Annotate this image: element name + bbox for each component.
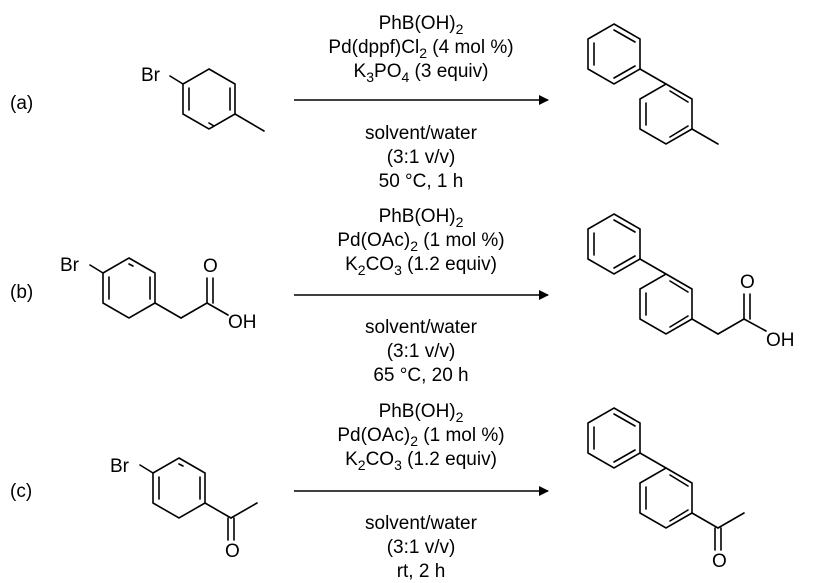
reactant-b-4-bromophenylacetic-acid: Br O OH: [60, 255, 257, 333]
reagent-b-1: PhB(OH)2: [379, 206, 464, 230]
reaction-a: (a) Br PhB(OH)2 Pd(dppf)Cl2 (4 mol %) K3…: [10, 13, 719, 192]
condition-a-temp-time: 50 °C, 1 h: [379, 171, 464, 192]
reagent-b-3: K2CO3 (1.2 equiv): [345, 254, 497, 278]
reagent-a-1: PhB(OH)2: [379, 13, 464, 37]
reagent-c-1: PhB(OH)2: [379, 401, 464, 425]
reaction-c: (c) Br O PhB(OH)2 Pd(OAc)2 (1 mol %) K: [10, 401, 745, 582]
reaction-b: (b) Br O OH PhB(OH)2 Pd(OAc)2 (1 mol %): [10, 206, 795, 386]
conditions-below-b: solvent/water (3:1 v/v) 65 °C, 20 h: [365, 317, 478, 386]
reactant-a-4-bromotoluene: Br: [141, 65, 265, 132]
reagent-b-2: Pd(OAc)2 (1 mol %): [337, 230, 504, 254]
product-b-oh: OH: [766, 330, 795, 351]
product-b-biphenylacetic-acid: O OH: [587, 213, 795, 351]
condition-a-solvent: solvent/water: [365, 123, 478, 144]
conditions-above-b: PhB(OH)2 Pd(OAc)2 (1 mol %) K2CO3 (1.2 e…: [337, 206, 504, 278]
condition-a-ratio: (3:1 v/v): [387, 147, 456, 168]
reactant-a-br-label: Br: [141, 65, 161, 86]
reaction-label-c: (c): [10, 481, 32, 502]
reagent-a-3: K3PO4 (3 equiv): [354, 61, 489, 85]
conditions-above-c: PhB(OH)2 Pd(OAc)2 (1 mol %) K2CO3 (1.2 e…: [337, 401, 504, 473]
reagent-c-3: K2CO3 (1.2 equiv): [345, 449, 497, 473]
reaction-label-a: (a): [10, 93, 33, 114]
conditions-above-a: PhB(OH)2 Pd(dppf)Cl2 (4 mol %) K3PO4 (3 …: [328, 13, 513, 85]
product-c-carbonyl-o: O: [712, 551, 727, 572]
reactant-c-carbonyl-o: O: [225, 541, 240, 562]
reaction-label-b: (b): [10, 282, 33, 303]
reagent-c-2: Pd(OAc)2 (1 mol %): [337, 425, 504, 449]
condition-c-temp-time: rt, 2 h: [397, 561, 446, 582]
reactant-b-carbonyl-o: O: [203, 256, 218, 277]
condition-b-ratio: (3:1 v/v): [387, 341, 456, 362]
condition-b-temp-time: 65 °C, 20 h: [373, 365, 468, 386]
reactant-c-4-bromoacetophenone: Br O: [110, 456, 258, 562]
condition-b-solvent: solvent/water: [365, 317, 478, 338]
reactant-b-br-label: Br: [60, 255, 80, 276]
product-b-carbonyl-o: O: [740, 272, 755, 293]
conditions-below-a: solvent/water (3:1 v/v) 50 °C, 1 h: [365, 123, 478, 192]
product-a-4-methylbiphenyl: [587, 23, 719, 145]
reactant-b-oh: OH: [228, 312, 257, 333]
reactant-c-br-label: Br: [110, 456, 130, 477]
conditions-below-c: solvent/water (3:1 v/v) rt, 2 h: [365, 513, 478, 582]
product-c-4-acetylbiphenyl: O: [587, 407, 745, 572]
condition-c-solvent: solvent/water: [365, 513, 478, 534]
condition-c-ratio: (3:1 v/v): [387, 537, 456, 558]
reagent-a-2: Pd(dppf)Cl2 (4 mol %): [328, 37, 513, 61]
